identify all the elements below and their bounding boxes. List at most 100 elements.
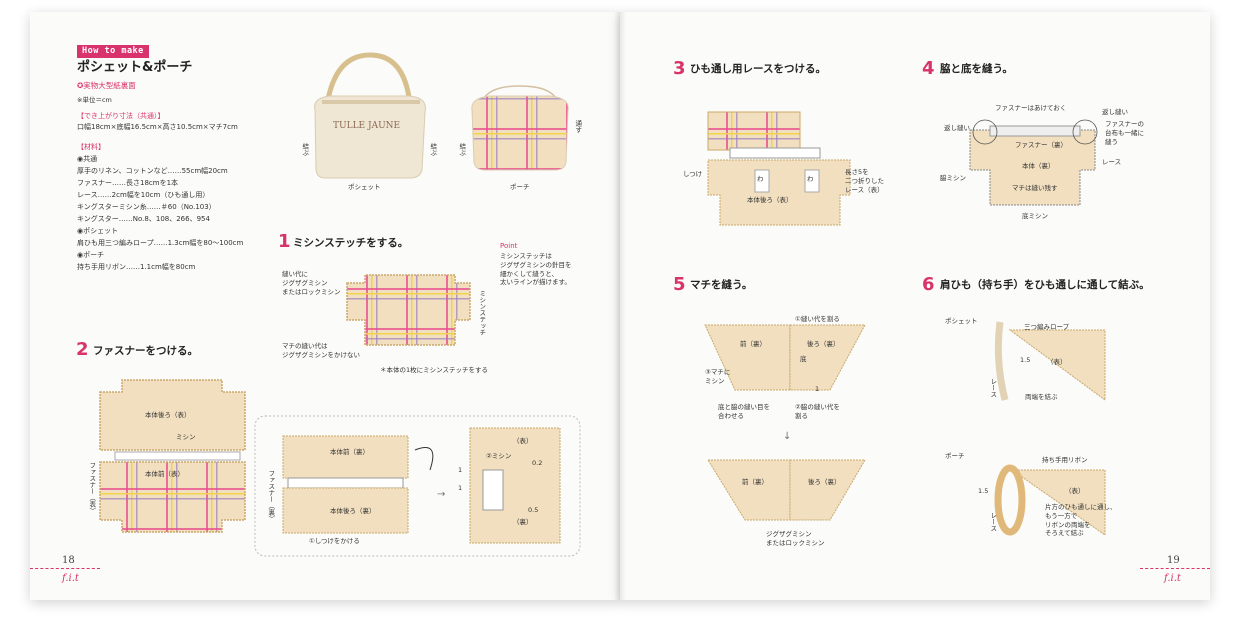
step2-label-zip: ファスナー（表） <box>87 462 96 514</box>
pattern-note: ✪実物大型紙裏面 <box>77 81 136 90</box>
step2-label-mishin2: ②ミシン <box>486 452 512 460</box>
step1-illustration <box>346 274 471 346</box>
size-text: 口幅18cm×底幅16.5cm×高さ10.5cm×マチ7cm <box>77 123 238 131</box>
step2-label-shitsuke: ①しつけをかける <box>309 537 360 545</box>
step4-label-body: 本体（裏） <box>1022 162 1055 170</box>
step4-label-open: ファスナーはあけておく <box>995 104 1067 112</box>
bag-print-text: TULLE JAUNE <box>333 121 401 131</box>
step3-label-shitsuke: しつけ <box>683 170 703 178</box>
step4-label-lace: レース <box>1102 158 1122 166</box>
materials-line: キングスターミシン糸……＃60（No.103） <box>77 203 216 211</box>
step6-label-rope: 三つ編みロープ <box>1024 323 1070 331</box>
step1-label-machi: マチの縫い代は ジグザグミシンをかけない <box>282 342 360 359</box>
step6-label-omote1: （表） <box>1047 358 1067 366</box>
materials-heading: 【材料】 <box>77 143 105 151</box>
point-text: ミシンステッチは ジグザグミシンの針目を 細かくして縫うと、 太いラインが描けま… <box>500 252 572 287</box>
step4-number: 4 <box>922 58 935 79</box>
brand-logo-right: f.i.t <box>1164 573 1181 584</box>
step4-label-waki: 脇ミシン <box>940 174 966 182</box>
step6-label-pass: 片方のひも通しに通し、 もう一方で リボンの両端を そろえて結ぶ <box>1045 503 1117 538</box>
pouch-caption: ポーチ <box>510 183 530 191</box>
pochette-photo <box>314 52 426 179</box>
step5-label-align: 底と脇の縫い目を 合わせる <box>718 403 770 420</box>
step2-label-back: 本体後ろ（表） <box>145 411 191 419</box>
step1-title: ミシンステッチをする。 <box>293 237 409 249</box>
step6-label-omote2: （表） <box>1065 487 1085 495</box>
footer-rule-left <box>30 568 100 569</box>
step2-label-omote: （表） <box>513 437 533 445</box>
step3-label-body: 本体後ろ（表） <box>747 196 793 204</box>
step3-title: ひも通し用レースをつける。 <box>690 63 826 75</box>
step3-illustration <box>707 111 851 226</box>
materials-line: ◉共通 <box>77 155 98 163</box>
step2-label-ura: （裏） <box>513 518 533 526</box>
step4-label-kaeshi-right: 返し縫い <box>1102 108 1128 116</box>
step2-num-02: 0.2 <box>532 459 543 467</box>
step4-label-soko: 底ミシン <box>1022 212 1048 220</box>
step5-label-front: 前（裏） <box>740 340 766 348</box>
step3-label-wa: わ <box>757 175 764 183</box>
step1-label-stitch: ミシンステッチ <box>477 290 486 336</box>
step5-label-front2: 前（裏） <box>742 478 768 486</box>
materials-line: ◉ポシェット <box>77 227 119 235</box>
materials-line: 肩ひも用三つ編みロープ……1.3cm幅を80～100cm <box>77 239 244 247</box>
materials-line: 厚手のリネン、コットンなど……55cm幅20cm <box>77 167 228 175</box>
step4-illustration <box>969 119 1098 206</box>
step2-label-front: 本体前（表） <box>145 470 184 478</box>
step6-label-tie: 両端を結ぶ <box>1025 393 1058 401</box>
step5-label-soko: 底 <box>800 355 807 363</box>
step6-label-pouch: ポーチ <box>945 452 965 460</box>
step5-number: 5 <box>673 274 686 295</box>
step1-number: 1 <box>278 231 291 252</box>
book-gutter <box>614 12 626 600</box>
step1-note: ＊本体の1枚にミシンステッチをする <box>380 366 489 374</box>
step2-num-05: 0.5 <box>528 506 539 514</box>
tie-label: 結ぶ <box>300 143 309 156</box>
step6-label-15a: 1.5 <box>1020 356 1031 364</box>
step6-title: 肩ひも（持ち手）をひも通しに通して結ぶ。 <box>940 279 1150 291</box>
right-page <box>620 12 1210 600</box>
step5-label-back2: 後ろ（裏） <box>808 478 841 486</box>
materials-line: レース……2cm幅を10cm（ひも通し用） <box>77 191 210 199</box>
step2-detail-box <box>254 415 581 557</box>
materials-line: ◉ポーチ <box>77 251 105 259</box>
step6-label-ribbon: 持ち手用リボン <box>1042 456 1088 464</box>
brand-logo-left: f.i.t <box>62 573 79 584</box>
step5-label-1: ①縫い代を割る <box>795 315 840 323</box>
materials-line: 持ち手用リボン……1.1cm幅を80cm <box>77 263 196 271</box>
step5-label-3: ③マチに ミシン <box>705 368 731 385</box>
step4-title: 脇と底を縫う。 <box>940 63 1013 75</box>
step5-illustration <box>704 324 866 521</box>
step2-illustration <box>99 379 246 533</box>
step2-label-zip-ura: ファスナー（裏） <box>266 470 275 522</box>
step6-label-lace1: レース <box>988 378 997 398</box>
step6-label-lace2: レース <box>988 512 997 532</box>
step2-label-mishin: ミシン <box>176 433 196 441</box>
arrow-down-icon: ↓ <box>783 431 792 442</box>
materials-line: ファスナー……長さ18cmを1本 <box>77 179 179 187</box>
point-heading: Point <box>500 242 518 250</box>
step3-label-wa: わ <box>807 175 814 183</box>
step4-label-fabric: ファスナーの 台布も一緒に 縫う <box>1105 120 1144 146</box>
step5-label-one: 1 <box>815 385 820 393</box>
step2-label-front-ura: 本体前（裏） <box>330 448 369 456</box>
pass-label: 通す <box>573 120 582 133</box>
step6-label-15b: 1.5 <box>978 487 989 495</box>
arrow-right-icon: → <box>437 489 446 500</box>
pochette-caption: ポシェット <box>348 183 381 191</box>
step4-label-kaeshi-left: 返し縫い <box>944 124 970 132</box>
footer-rule-right <box>1140 568 1210 569</box>
step2-title: ファスナーをつける。 <box>93 345 198 357</box>
step6-illustration <box>994 321 1106 536</box>
step5-label-zigzag: ジグザグミシン またはロックミシン <box>766 530 825 547</box>
how-to-make-badge: How to make <box>77 45 149 59</box>
step4-label-machi: マチは縫い残す <box>1012 184 1058 192</box>
step5-label-2: ②脇の縫い代を 割る <box>795 403 840 420</box>
materials-line: キングスター……No.8、108、266、954 <box>77 215 210 223</box>
step3-number: 3 <box>673 58 686 79</box>
step3-label-lace: 長さ5を 二つ折りした レース（表） <box>845 168 884 194</box>
page-number-left: 18 <box>62 555 75 566</box>
step1-label-zigzag: 縫い代に ジグザグミシン またはロックミシン <box>282 270 341 296</box>
step6-number: 6 <box>922 274 935 295</box>
